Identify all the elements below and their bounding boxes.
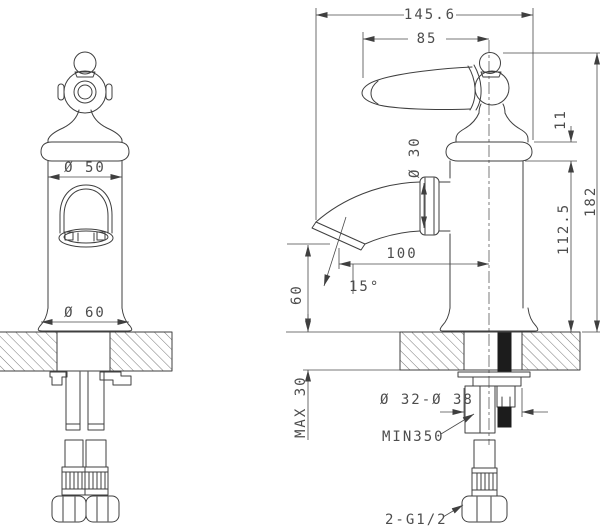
bell-base-front (40, 141, 130, 162)
dimensions: 145.6 85 Ø 50 Ø 60 Ø 30 100 15° 60 182 (41, 7, 600, 526)
dim-spout-diameter: Ø 30 (407, 136, 423, 178)
aerator-front (58, 228, 114, 248)
spout-front (59, 184, 113, 234)
hose-nut-side (461, 495, 508, 523)
handle-knob-side (479, 52, 501, 74)
dim-spout-reach: 100 (386, 246, 417, 262)
dim-connection-thread: 2-G1/2 (385, 512, 448, 526)
front-view (0, 51, 173, 523)
handle-knob-front (73, 51, 97, 75)
supply-tubes-front (65, 371, 105, 431)
handle-lever-side (361, 66, 473, 111)
mounting-nut-right (99, 371, 132, 386)
mounting-bracket (457, 371, 531, 387)
spout-bottom-edge (364, 230, 421, 245)
handle-ball-side (474, 70, 510, 106)
dim-handle-reach: 85 (417, 31, 438, 47)
spout-outlet-face (311, 221, 366, 251)
dim-overall-depth: 145.6 (404, 7, 456, 23)
dim-hose-length-min: MIN350 (382, 429, 445, 445)
body-front (47, 160, 123, 309)
base-flange-side (439, 307, 539, 332)
hose-nut-left (51, 495, 87, 523)
dim-mounting-hole-range: Ø 32-Ø 38 (380, 392, 474, 408)
hose-collar-right (84, 466, 109, 496)
dim-deck-to-body-top: 112.5 (556, 203, 572, 255)
dim-base-diameter: Ø 60 (64, 305, 106, 321)
deck-front (0, 331, 173, 372)
dim-deck-thickness-max: MAX 30 (293, 375, 309, 438)
bell-base-side (445, 141, 533, 162)
side-view (311, 40, 581, 523)
dim-collar-height: 11 (553, 109, 569, 130)
hose-nut-right (85, 495, 120, 523)
threaded-stud (497, 332, 512, 372)
spout-top-edge (315, 181, 421, 223)
body-side (449, 160, 524, 309)
threaded-stud-lower (497, 406, 512, 428)
deck-side (399, 331, 581, 371)
dim-outlet-angle: 15° (349, 279, 380, 295)
mounting-nut-left (49, 371, 68, 386)
dim-total-height: 182 (583, 186, 599, 217)
dim-body-diameter: Ø 50 (64, 160, 106, 176)
dim-outlet-height: 60 (289, 284, 305, 305)
spout-collar (419, 176, 440, 236)
